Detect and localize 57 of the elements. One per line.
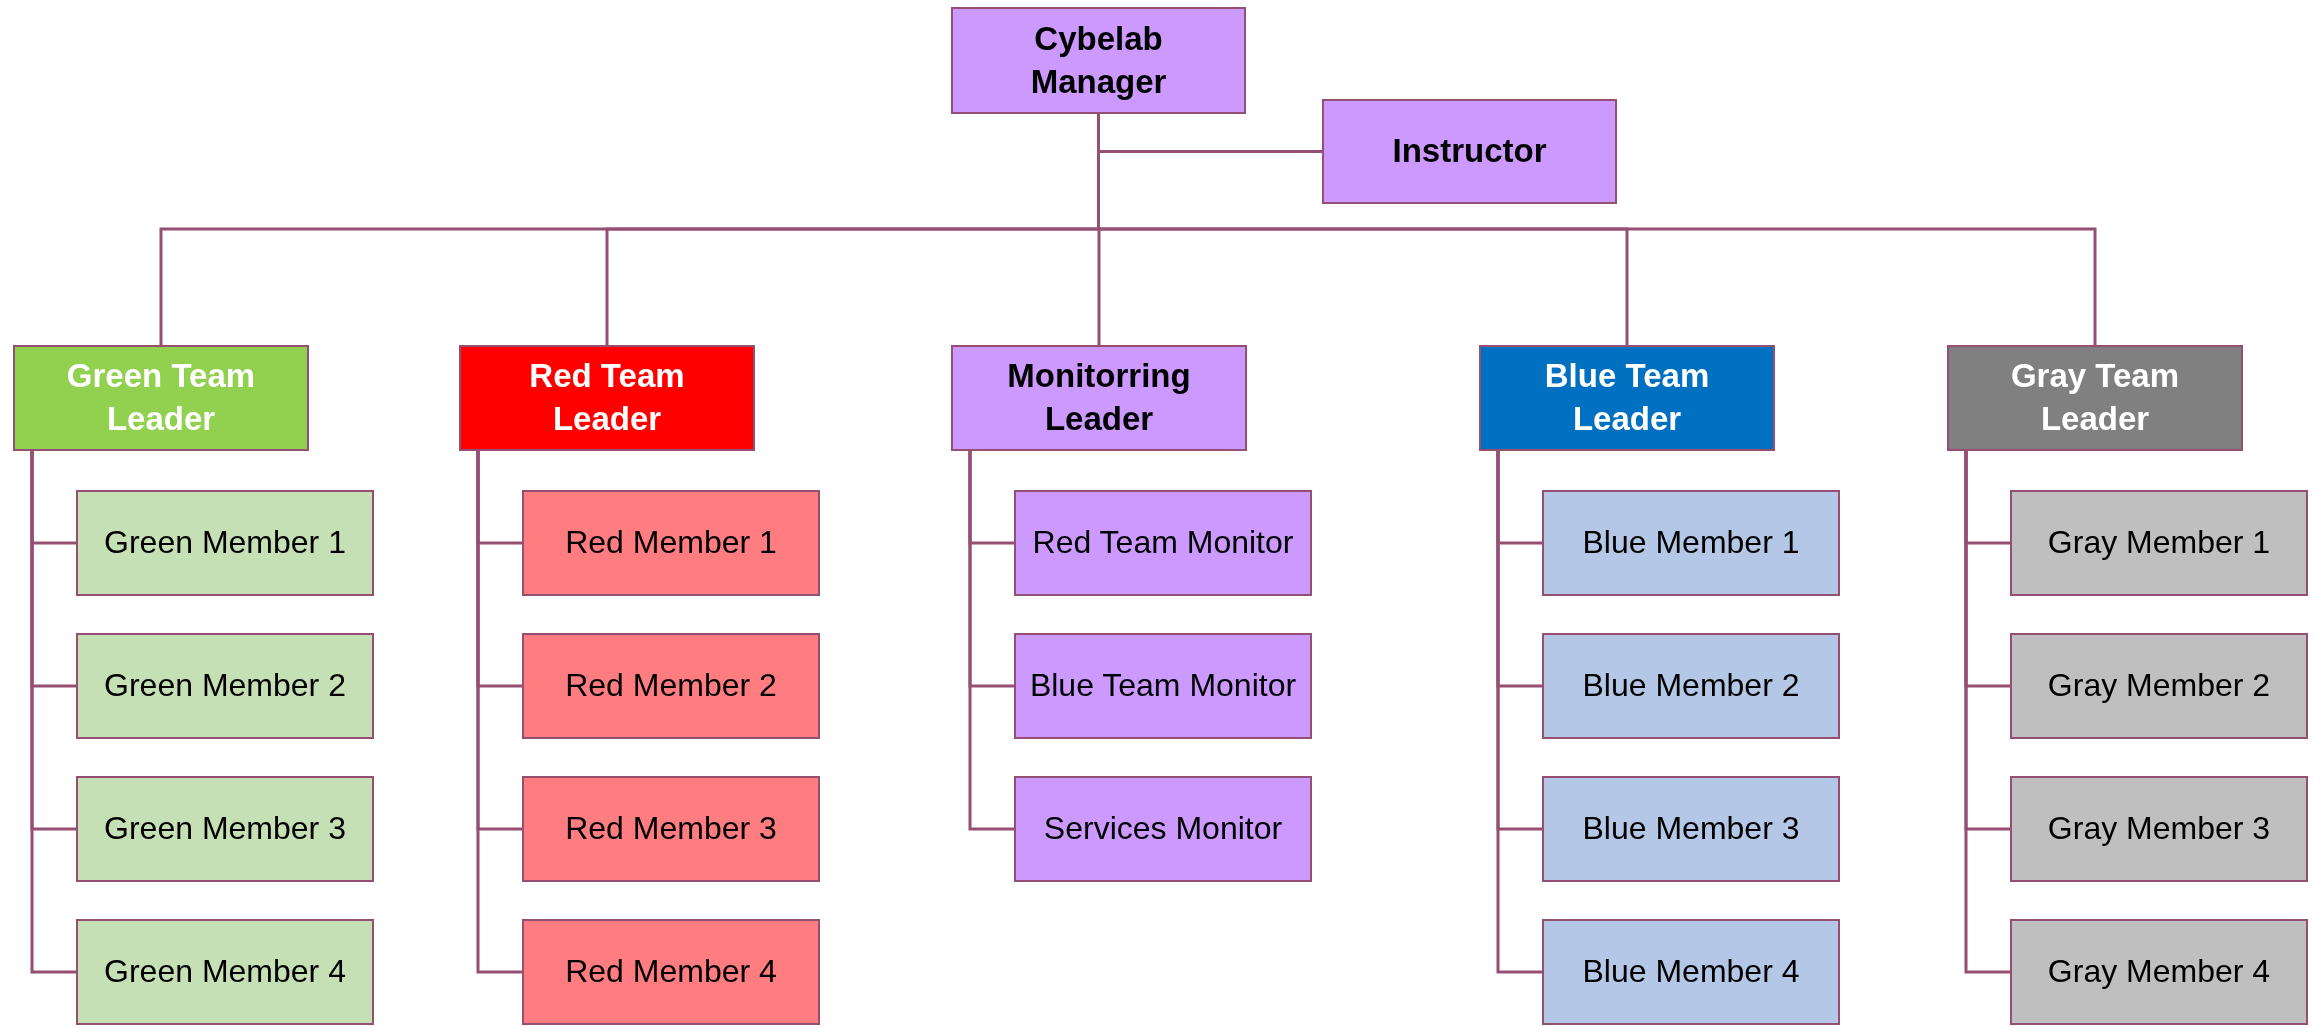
role-label: Blue Team Leader <box>1543 356 1711 439</box>
role-label: Green Member 4 <box>104 952 346 992</box>
role-label: Gray Member 1 <box>2047 523 2271 563</box>
role-box <box>1479 345 1775 451</box>
member-box <box>522 919 820 1025</box>
member-box <box>2010 919 2308 1025</box>
role-label: Green Member 3 <box>104 809 346 849</box>
role-label: Blue Member 1 <box>1582 523 1800 563</box>
member-box <box>1014 490 1312 596</box>
role-label: Blue Member 3 <box>1582 809 1800 849</box>
member-box <box>522 776 820 882</box>
member-box <box>1542 633 1840 739</box>
member-box <box>76 776 374 882</box>
connector-line <box>968 451 1014 831</box>
role-box <box>1947 345 2243 451</box>
role-label: Services Monitor <box>1043 809 1283 849</box>
role-label: Green Team Leader <box>65 356 257 439</box>
role-label: Monitorring Leader <box>1006 356 1192 439</box>
role-label: Blue Team Monitor <box>1029 666 1297 706</box>
role-label: Green Member 2 <box>104 666 346 706</box>
role-box <box>951 7 1246 114</box>
role-label: Blue Member 4 <box>1582 952 1800 992</box>
member-box <box>2010 776 2308 882</box>
member-box <box>1542 490 1840 596</box>
connector-line <box>476 451 522 974</box>
role-label: Gray Member 2 <box>2047 666 2271 706</box>
member-box <box>522 633 820 739</box>
connector-line <box>30 451 76 974</box>
member-box <box>76 490 374 596</box>
member-box <box>522 490 820 596</box>
role-label: Gray Team Leader <box>2009 356 2181 439</box>
role-label: Cybelab Manager <box>1029 18 1168 102</box>
member-box <box>2010 633 2308 739</box>
role-label: Gray Member 3 <box>2047 809 2271 849</box>
role-label: Instructor <box>1392 131 1547 172</box>
member-box <box>1542 919 1840 1025</box>
role-label: Red Team Monitor <box>1032 523 1294 563</box>
role-label: Red Team Leader <box>528 356 686 439</box>
member-box <box>1542 776 1840 882</box>
role-box <box>1322 99 1617 204</box>
role-label: Green Member 1 <box>104 523 346 563</box>
role-label: Blue Member 2 <box>1582 666 1800 706</box>
member-box <box>1014 633 1312 739</box>
role-label: Red Member 1 <box>565 523 777 563</box>
role-box <box>951 345 1247 451</box>
role-label: Red Member 2 <box>565 666 777 706</box>
member-box <box>76 919 374 1025</box>
role-label: Red Member 4 <box>565 952 777 992</box>
role-label: Gray Member 4 <box>2047 952 2271 992</box>
member-box <box>76 633 374 739</box>
role-box <box>459 345 755 451</box>
member-box <box>2010 490 2308 596</box>
member-box <box>1014 776 1312 882</box>
role-box <box>13 345 309 451</box>
connector-line <box>1964 451 2010 974</box>
connector-line <box>1496 451 1542 974</box>
role-label: Red Member 3 <box>565 809 777 849</box>
